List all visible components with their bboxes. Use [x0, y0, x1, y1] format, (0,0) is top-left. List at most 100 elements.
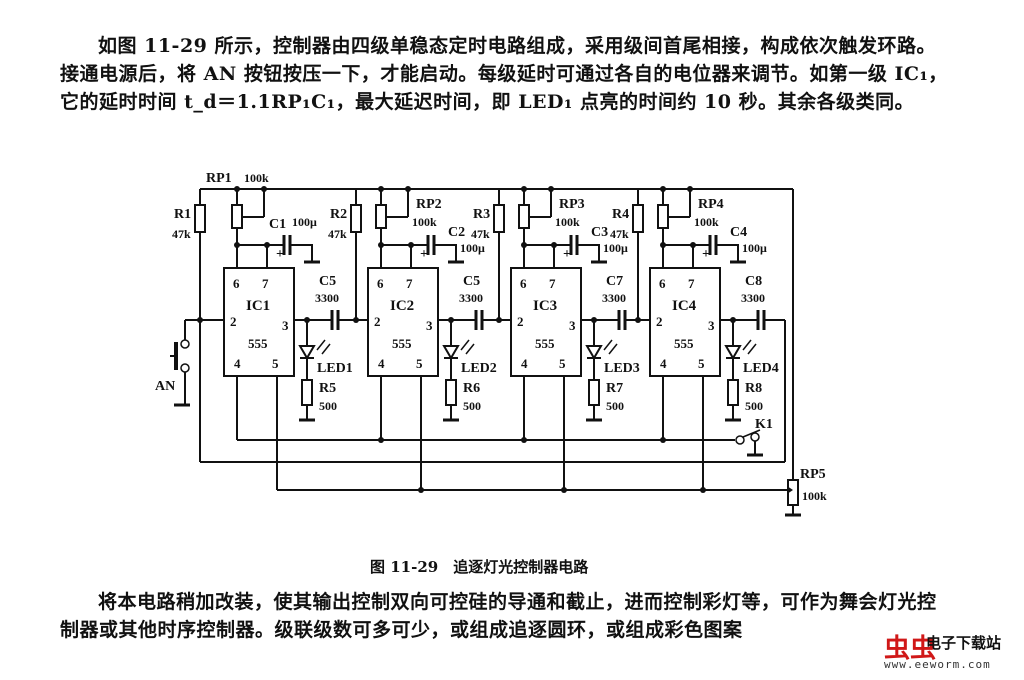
switch-contact — [735, 435, 745, 445]
r-label: R1 — [174, 207, 191, 222]
pin-label: 3 — [569, 318, 576, 333]
rl-value: 500 — [606, 399, 624, 413]
pin-label: 2 — [230, 314, 237, 329]
cc-value: 3300 — [459, 291, 483, 305]
polarity-plus: + — [276, 247, 284, 262]
c-value: 100μ — [742, 241, 767, 255]
ic-555-4 — [649, 267, 721, 377]
rl-value: 500 — [745, 399, 763, 413]
logo-name: 电子下载站 — [926, 634, 1002, 652]
light-arrow — [465, 343, 475, 355]
wire — [434, 244, 457, 262]
ic-label: IC2 — [390, 298, 414, 314]
rp5-label: RP5 — [800, 467, 826, 482]
polarity-plus: + — [563, 247, 571, 262]
junction-dot — [234, 186, 240, 192]
pin-label: 4 — [660, 356, 667, 371]
ic-555-3 — [510, 267, 582, 377]
pin-label: 4 — [378, 356, 385, 371]
switch-label: K1 — [755, 417, 773, 432]
junction-dot — [261, 186, 267, 192]
logo-url: www.eeworm.com — [884, 658, 991, 671]
junction-dot — [660, 242, 666, 248]
led-label: LED1 — [317, 361, 353, 376]
junction-dot — [521, 186, 527, 192]
c-value: 100μ — [292, 215, 317, 229]
ic-555-1 — [223, 267, 295, 377]
ic-type-label: 555 — [674, 336, 694, 351]
pin-label: 6 — [659, 276, 666, 291]
rp-value: 100k — [412, 215, 437, 229]
led-LED2 — [442, 345, 460, 360]
rp-value: 100k — [244, 171, 269, 185]
r-label: R4 — [612, 207, 629, 222]
pin-label: 6 — [520, 276, 527, 291]
resistor-R8 — [727, 379, 739, 406]
junction-dot — [234, 242, 240, 248]
logo-mark: 虫虫 — [884, 634, 937, 664]
site-logo: 虫虫 电子下载站 www.eeworm.com — [880, 628, 1020, 678]
cc-value: 3300 — [741, 291, 765, 305]
resistor-R2 — [350, 204, 362, 233]
light-arrow — [316, 339, 326, 351]
potentiometer-RP1 — [231, 204, 243, 229]
rp-label: RP1 — [206, 171, 232, 186]
rp-value: 100k — [555, 215, 580, 229]
modification-paragraph: 将本电路稍加改装，使其输出控制双向可控硅的导通和截止，进而控制彩灯等，可作为舞会… — [60, 591, 937, 641]
light-arrow — [321, 343, 331, 355]
c-value: 100μ — [460, 241, 485, 255]
wire — [716, 244, 739, 262]
ic-type-label: 555 — [392, 336, 412, 351]
c-label: C3 — [591, 225, 608, 240]
pin-label: 3 — [708, 318, 715, 333]
resistor-R6 — [445, 379, 457, 406]
r-value: 47k — [328, 227, 347, 241]
resistor-R1 — [194, 204, 206, 233]
light-arrow — [747, 343, 757, 355]
junction-dot — [405, 186, 411, 192]
junction-dot — [660, 186, 666, 192]
rl-label: R7 — [606, 381, 623, 396]
wiper-arrow — [787, 486, 793, 494]
junction-dot — [408, 242, 414, 248]
pin-label: 4 — [521, 356, 528, 371]
rp5-potentiometer — [787, 479, 799, 506]
pin-label: 7 — [406, 276, 413, 291]
ic-type-label: 555 — [535, 336, 555, 351]
pin-label: 5 — [559, 356, 566, 371]
led-LED1 — [298, 345, 316, 360]
ic-label: IC4 — [672, 298, 697, 314]
potentiometer-RP3 — [518, 204, 530, 229]
switch-k1-blade — [742, 429, 761, 438]
potentiometer-RP4 — [657, 204, 669, 229]
light-arrow — [742, 339, 752, 351]
rl-value: 500 — [319, 399, 337, 413]
resistor-R7 — [588, 379, 600, 406]
button-contact — [180, 339, 190, 349]
rl-label: R6 — [463, 381, 480, 396]
r-value: 47k — [172, 227, 191, 241]
resistor-R3 — [493, 204, 505, 233]
pin-label: 3 — [282, 318, 289, 333]
pin-label: 5 — [698, 356, 705, 371]
polarity-plus: + — [420, 247, 428, 262]
resistor-R4 — [632, 204, 644, 233]
pin-label: 2 — [374, 314, 381, 329]
led-label: LED4 — [743, 361, 779, 376]
light-arrow — [460, 339, 470, 351]
junction-dot — [378, 242, 384, 248]
r-value: 47k — [610, 227, 629, 241]
cc-label: C5 — [319, 274, 336, 289]
rl-label: R8 — [745, 381, 762, 396]
rl-value: 500 — [463, 399, 481, 413]
button-contact — [180, 363, 190, 373]
light-arrow — [608, 343, 618, 355]
junction-dot — [690, 242, 696, 248]
switch-contact — [750, 432, 760, 442]
cc-label: C8 — [745, 274, 762, 289]
rp-label: RP2 — [416, 197, 442, 212]
rl-label: R5 — [319, 381, 336, 396]
cc-value: 3300 — [602, 291, 626, 305]
junction-dot — [548, 186, 554, 192]
led-LED4 — [724, 345, 742, 360]
